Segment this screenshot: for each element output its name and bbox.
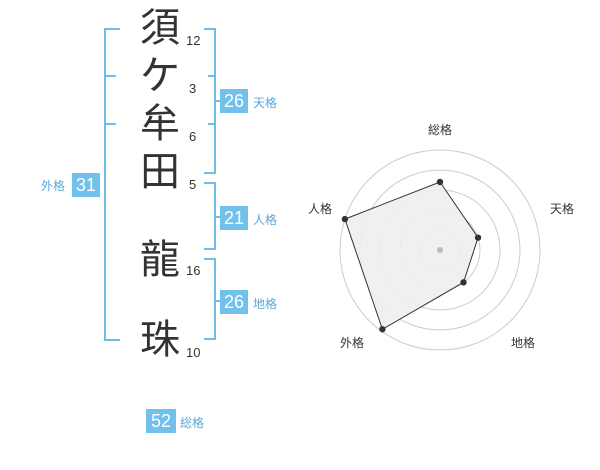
radar-points <box>341 178 482 333</box>
radar-label-gaikaku: 外格 <box>340 336 365 350</box>
name-char-6: 珠 <box>140 317 180 363</box>
name-char-1: 須 <box>140 5 180 51</box>
stroke-count-4: 5 <box>189 177 197 192</box>
name-char-5: 龍 <box>140 237 180 283</box>
stroke-count-5: 16 <box>186 263 201 278</box>
stroke-count-6: 10 <box>186 345 201 360</box>
stroke-count-1: 12 <box>186 33 201 48</box>
radar-point <box>474 234 482 241</box>
name-char-4: 田 <box>140 149 180 195</box>
tenkaku-value-badge: 26 <box>220 89 248 113</box>
gaikaku-label: 外格 <box>41 179 66 193</box>
gaikaku-value-badge: 31 <box>72 173 100 197</box>
chikaku-value-badge: 26 <box>220 290 248 314</box>
chikaku-label: 地格 <box>253 297 278 311</box>
radar-point <box>379 326 386 333</box>
radar-point <box>436 178 444 186</box>
jinkaku-label: 人格 <box>253 213 278 227</box>
jinkaku-value-badge: 21 <box>220 206 248 230</box>
name-char-2: ケ <box>140 53 180 99</box>
radar-center-dot <box>437 247 443 253</box>
stroke-count-3: 6 <box>189 129 197 144</box>
soukaku-value-badge: 52 <box>146 409 176 433</box>
tenkaku-label: 天格 <box>253 96 278 110</box>
radar-label-chikaku: 地格 <box>511 336 536 350</box>
name-char-3: 牟 <box>140 101 180 147</box>
radar-label-tenkaku: 天格 <box>550 202 575 216</box>
radar-point <box>341 215 349 223</box>
soukaku-label: 総格 <box>180 416 205 430</box>
radar-value-shape <box>344 181 479 331</box>
radar-label-jinkaku: 人格 <box>308 202 333 216</box>
stroke-count-2: 3 <box>189 81 197 96</box>
radar-point <box>460 279 467 286</box>
radar-label-soukaku: 総格 <box>428 123 453 137</box>
radar-chart <box>339 149 541 351</box>
